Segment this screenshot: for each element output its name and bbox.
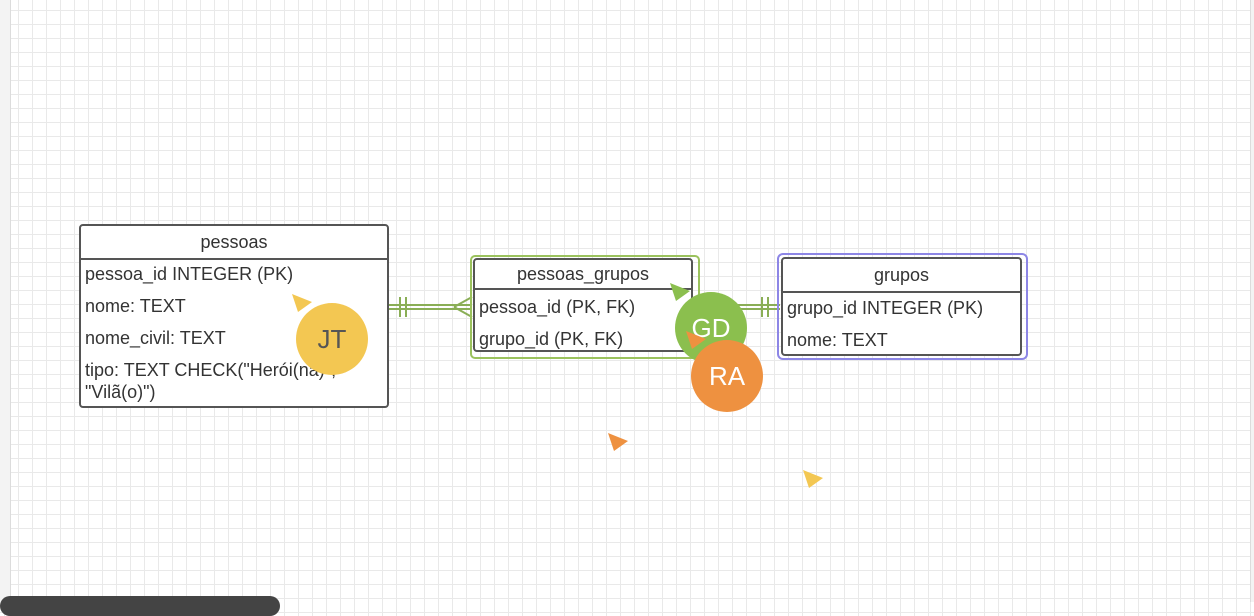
cursor-ra-near-icon bbox=[686, 331, 706, 349]
pessoas-field-nome: nome: TEXT bbox=[85, 296, 186, 316]
relationship-pessoas-pessoas-grupos bbox=[388, 296, 473, 318]
grupos-field-nome: nome: TEXT bbox=[787, 330, 888, 350]
collaborator-avatar-gd[interactable]: GD bbox=[675, 292, 747, 364]
cursor-gd-icon bbox=[670, 283, 690, 301]
cursor-yellow-icon bbox=[803, 470, 823, 488]
collaborator-avatar-ra[interactable]: RA bbox=[691, 340, 763, 412]
pessoas-grupos-entity[interactable]: pessoas_grupos pessoa_id (PK, FK) grupo_… bbox=[473, 258, 693, 352]
grupos-field-grupo-id: grupo_id INTEGER (PK) bbox=[787, 298, 984, 318]
pessoas-field-tipo-cont: "Vilã(o)") bbox=[85, 382, 156, 402]
collaborator-avatar-jt[interactable]: JT bbox=[296, 303, 368, 375]
cursor-ra-icon bbox=[608, 433, 628, 451]
grupos-entity-title: grupos bbox=[783, 259, 1020, 293]
pessoas-entity-title: pessoas bbox=[81, 226, 387, 260]
pessoas-grupos-field-pessoa-id: pessoa_id (PK, FK) bbox=[479, 297, 636, 317]
pessoas-field-pessoa-id: pessoa_id INTEGER (PK) bbox=[85, 264, 294, 284]
pessoas-grupos-field-grupo-id: grupo_id (PK, FK) bbox=[479, 329, 624, 349]
canvas-left-edge bbox=[0, 0, 11, 602]
grupos-selection bbox=[777, 253, 1028, 360]
pessoas-field-tipo: tipo: TEXT CHECK("Herói(na)", bbox=[85, 360, 337, 380]
canvas-scrollbar[interactable] bbox=[1250, 0, 1254, 602]
pessoas-field-nome-civil: nome_civil: TEXT bbox=[85, 328, 226, 348]
cursor-jt-icon bbox=[292, 294, 312, 312]
pessoas-grupos-entity-title: pessoas_grupos bbox=[475, 260, 691, 290]
grupos-entity[interactable]: grupos grupo_id INTEGER (PK) nome: TEXT bbox=[781, 257, 1022, 356]
